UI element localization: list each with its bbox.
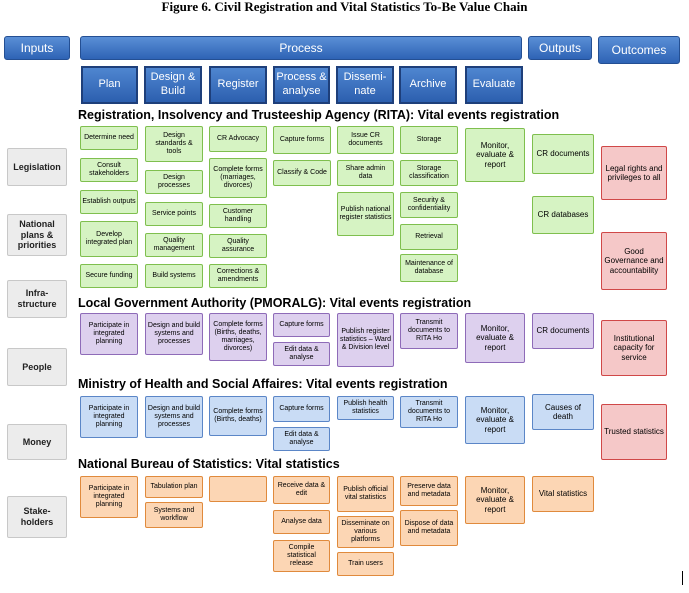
rita-process-item: Classify & Code: [273, 160, 331, 186]
moh-disseminate-box: Publish health statistics: [337, 396, 394, 420]
lga-design-box: Design and build systems and processes: [145, 313, 203, 355]
section-title-lga: Local Government Authority (PMORALG): Vi…: [78, 296, 472, 310]
outcome-legal-rights: Legal rights and privileges to all: [601, 146, 667, 200]
rita-process-item: Capture forms: [273, 126, 331, 154]
rita-archive-item: Maintenance of database: [400, 254, 458, 282]
figure-title: Figure 6. Civil Registration and Vital S…: [161, 0, 528, 14]
input-stakeholders: Stake-holders: [7, 496, 67, 538]
nbs-output-vital-statistics: Vital statistics: [532, 476, 594, 512]
nbs-process-item: Compile statistical release: [273, 540, 330, 572]
lga-archive-box: Transmit documents to RITA Ho: [400, 313, 458, 349]
outputs-header: Outputs: [528, 36, 592, 60]
rita-plan-item: Establish outputs: [80, 190, 138, 214]
rita-design-item: Service points: [145, 202, 203, 226]
lga-disseminate-box: Publish register statistics – Ward & Div…: [337, 313, 394, 367]
lga-process-item: Capture forms: [273, 313, 330, 337]
rita-output-cr-documents: CR documents: [532, 134, 594, 174]
nbs-register-box: [209, 476, 267, 502]
section-title-moh: Ministry of Health and Social Affaires: …: [78, 377, 448, 391]
subheader-archive: Archive: [399, 66, 457, 104]
nbs-disseminate-item: Train users: [337, 552, 394, 576]
rita-output-cr-databases: CR databases: [532, 196, 594, 234]
rita-disseminate-item: Publish national register statistics: [337, 192, 394, 236]
input-national-plans: National plans & priorities: [7, 214, 67, 256]
nbs-process-item: Receive data & edit: [273, 476, 330, 504]
subheader-process-analyse: Process & analyse: [273, 66, 330, 104]
rita-plan-item: Develop integrated plan: [80, 221, 138, 257]
input-people: People: [7, 348, 67, 386]
lga-register-box: Complete forms (Births, deaths, marriage…: [209, 313, 267, 361]
input-infrastructure: Infra-structure: [7, 280, 67, 318]
rita-evaluate-box: Monitor, evaluate & report: [465, 128, 525, 182]
outcome-trusted-statistics: Trusted statistics: [601, 404, 667, 460]
rita-register-item: Quality assurance: [209, 234, 267, 258]
lga-plan-box: Participate in integrated planning: [80, 313, 138, 355]
moh-design-box: Design and build systems and processes: [145, 396, 203, 438]
rita-archive-item: Retrieval: [400, 224, 458, 250]
moh-output-causes-of-death: Causes of death: [532, 394, 594, 430]
rita-archive-item: Storage: [400, 126, 458, 154]
nbs-evaluate-box: Monitor, evaluate & report: [465, 476, 525, 524]
nbs-disseminate-item: Disseminate on various platforms: [337, 516, 394, 548]
rita-register-item: Customer handling: [209, 204, 267, 228]
lga-process-item: Edit data & analyse: [273, 342, 330, 366]
input-money: Money: [7, 424, 67, 460]
nbs-disseminate-item: Publish official vital statistics: [337, 476, 394, 512]
text-cursor: [682, 571, 683, 585]
nbs-archive-item: Preserve data and metadata: [400, 476, 458, 506]
nbs-archive-item: Dispose of data and metadata: [400, 510, 458, 546]
lga-output-cr-documents: CR documents: [532, 313, 594, 349]
section-title-nbs: National Bureau of Statistics: Vital sta…: [78, 457, 340, 471]
lga-evaluate-box: Monitor, evaluate & report: [465, 313, 525, 363]
rita-archive-item: Security & confidentiality: [400, 192, 458, 218]
nbs-design-item: Systems and workflow: [145, 502, 203, 528]
rita-design-item: Build systems: [145, 264, 203, 288]
rita-design-item: Quality management: [145, 233, 203, 257]
rita-design-item: Design standards & tools: [145, 126, 203, 162]
outcome-good-governance: Good Governance and accountability: [601, 232, 667, 290]
nbs-design-item: Tabulation plan: [145, 476, 203, 498]
outcomes-header: Outcomes: [598, 36, 680, 64]
rita-plan-item: Consult stakeholders: [80, 158, 138, 182]
nbs-process-item: Analyse data: [273, 510, 330, 534]
rita-archive-item: Storage classification: [400, 160, 458, 186]
subheader-evaluate: Evaluate: [465, 66, 523, 104]
rita-plan-item: Determine need: [80, 126, 138, 150]
rita-design-item: Design processes: [145, 170, 203, 194]
nbs-plan-box: Participate in integrated planning: [80, 476, 138, 518]
subheader-design-build: Design & Build: [144, 66, 202, 104]
moh-process-item: Edit data & analyse: [273, 427, 330, 451]
rita-disseminate-item: Issue CR documents: [337, 126, 394, 154]
rita-plan-item: Secure funding: [80, 264, 138, 288]
moh-plan-box: Participate in integrated planning: [80, 396, 138, 438]
subheader-register: Register: [209, 66, 267, 104]
inputs-header: Inputs: [4, 36, 70, 60]
moh-evaluate-box: Monitor, evaluate & report: [465, 396, 525, 444]
rita-disseminate-item: Share admin data: [337, 160, 394, 186]
moh-process-item: Capture forms: [273, 396, 330, 422]
subheader-plan: Plan: [81, 66, 138, 104]
subheader-disseminate: Dissemi-nate: [336, 66, 394, 104]
moh-archive-box: Transmit documents to RITA Ho: [400, 396, 458, 428]
input-legislation: Legislation: [7, 148, 67, 186]
rita-register-item: CR Advocacy: [209, 126, 267, 152]
rita-register-item: Corrections & amendments: [209, 264, 267, 288]
section-title-rita: Registration, Insolvency and Trusteeship…: [78, 108, 560, 122]
process-header: Process: [80, 36, 522, 60]
outcome-institutional-capacity: Institutional capacity for service: [601, 320, 667, 376]
moh-register-box: Complete forms (Births, deaths): [209, 396, 267, 436]
rita-register-item: Complete forms (marriages, divorces): [209, 158, 267, 198]
